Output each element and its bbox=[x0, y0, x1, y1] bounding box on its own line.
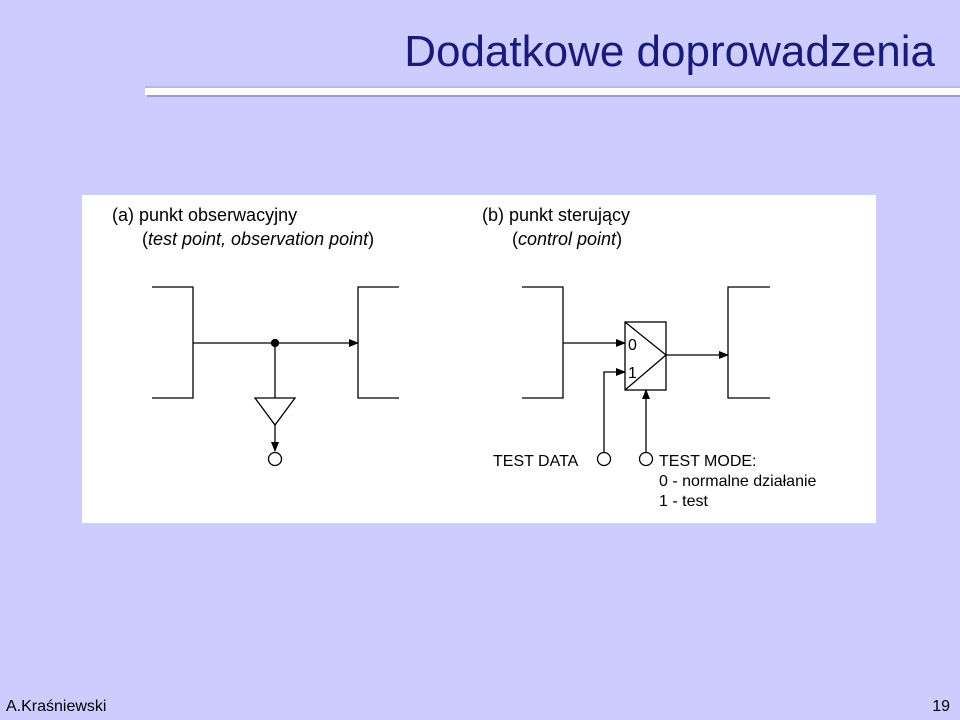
page-number: 19 bbox=[932, 698, 950, 715]
mux-input-0-label: 0 bbox=[628, 337, 637, 354]
part-a-subtitle: (test point, observation point) bbox=[142, 229, 374, 249]
part-b-subtitle: (control point) bbox=[512, 229, 622, 249]
figure-panel: (a) punkt obserwacyjny (test point, obse… bbox=[82, 195, 876, 523]
test-data-label: TEST DATA bbox=[493, 453, 579, 470]
source-block-a bbox=[152, 286, 194, 399]
title-underline bbox=[145, 86, 960, 95]
control-point-circuit bbox=[522, 286, 770, 467]
circuit-diagram: (a) punkt obserwacyjny (test point, obse… bbox=[112, 205, 817, 510]
test-mode-option-1: 1 - test bbox=[659, 493, 708, 510]
part-a-heading: (a) punkt obserwacyjny bbox=[112, 205, 297, 225]
part-b-heading: (b) punkt sterujący bbox=[482, 205, 630, 225]
observation-point-circuit bbox=[152, 286, 399, 467]
slide-title: Dodatkowe doprowadzenia bbox=[404, 27, 935, 76]
footer-author: A.Kraśniewski bbox=[6, 698, 107, 715]
observation-pin bbox=[267, 451, 283, 467]
test-data-pin bbox=[596, 451, 612, 467]
dest-block-b bbox=[727, 286, 770, 399]
test-mode-pin bbox=[638, 451, 654, 467]
buffer-triangle bbox=[253, 397, 297, 427]
test-data-line bbox=[603, 368, 626, 453]
dest-block-a bbox=[357, 286, 399, 399]
test-mode-option-0: 0 - normalne działanie bbox=[659, 473, 817, 490]
mux-input-1-label: 1 bbox=[628, 365, 637, 382]
test-mode-label: TEST MODE: bbox=[659, 453, 757, 470]
source-block-b bbox=[522, 286, 564, 399]
